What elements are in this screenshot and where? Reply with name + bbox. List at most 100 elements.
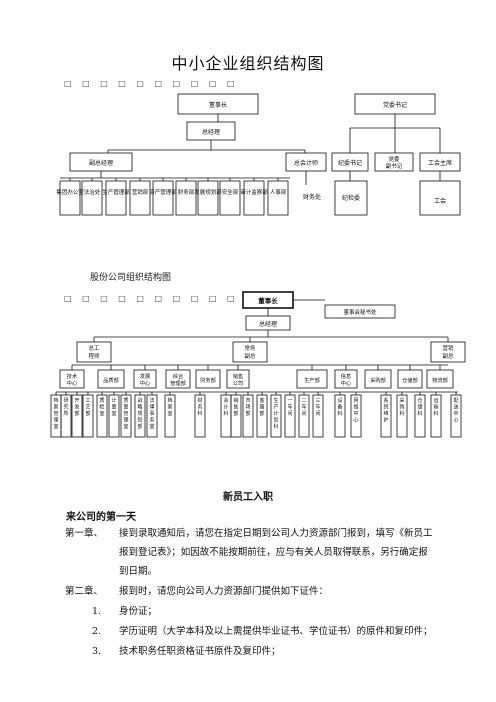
box-dept-4 [152, 180, 174, 216]
label-deputy-gm: 副总经理 [89, 159, 113, 167]
label-mid-3-a: 综合 [173, 372, 184, 380]
box-dept-0 [59, 180, 81, 216]
box-dept-7 [219, 180, 241, 216]
box-leaf-1 [60, 394, 72, 438]
box-leaf-19 [334, 394, 346, 438]
label-leaf-23: 仓储科 [417, 397, 422, 417]
label-leaf-8: 法律事务室 [149, 397, 154, 430]
label-mid-10: 物流部 [432, 376, 448, 384]
label-leaf-10: 财务科 [197, 397, 202, 417]
label-leaf-11: 会计科 [223, 397, 228, 417]
box-mid-5 [226, 369, 250, 389]
label-mid-9: 仓储部 [402, 376, 418, 384]
label-party-secretary: 党委书记 [383, 101, 407, 109]
label-leaf-2: 开发部 [74, 398, 79, 417]
box-leaf-24 [430, 394, 442, 438]
label-leaf-18: 三车间 [315, 398, 320, 417]
label-dept-9: 人事部 [270, 188, 287, 196]
box-leaf-16 [284, 394, 296, 438]
box-union [419, 180, 461, 216]
section-title: 新员工入职 [223, 492, 273, 503]
label-board-secretary: 董事会秘书处 [343, 308, 377, 316]
box-mid-8 [364, 369, 392, 389]
box-mid-4 [195, 369, 221, 389]
box-vp-0 [76, 341, 112, 363]
box-leaf-9 [164, 394, 176, 438]
label-mid-0-b: 中心 [67, 379, 77, 387]
box-dept-1 [81, 180, 103, 216]
label-leaf-16: 一车间 [287, 398, 292, 417]
label-dept-6: 发展规划部 [194, 188, 222, 196]
box-dept-8 [243, 180, 265, 216]
label-mid-6: 生产部 [304, 376, 320, 384]
label-dept-1: 法治处 [84, 188, 101, 196]
label-mid-2-b: 中心 [140, 379, 150, 387]
label-union: 工会 [434, 197, 446, 205]
label-vp-2-b: 副总 [442, 352, 454, 360]
label-mid-2-a: 发展 [140, 372, 150, 380]
label-mid-1: 品质部 [103, 376, 119, 384]
box-board-secretary [324, 304, 396, 319]
chapter-1-line-3: 到日期。 [119, 566, 158, 577]
chapter-1-line-1: 接到录取通知后，请您在指定日期到公司人力资源部门报到，填写《新员工 [119, 528, 433, 539]
label-mid-4: 财务部 [200, 376, 216, 384]
label-vp-2-a: 营销 [442, 344, 454, 352]
label-dept-7: 安全部 [222, 188, 239, 196]
label-leaf-12: 销售部 [233, 397, 238, 417]
first-day-heading: 来公司的第一天 [66, 512, 136, 523]
label-vp-0-b: 程师 [88, 352, 100, 360]
item-2-text: 学历证明（大学本科及以上需提供毕业证书、学位证书）的原件和复印件； [119, 626, 433, 637]
label-vp-1-a: 常务 [244, 344, 256, 352]
label-deputy-party-1: 党委 [388, 155, 400, 163]
label-leaf-7: 战略规划部 [137, 397, 142, 430]
box-leaf-2 [71, 394, 83, 438]
label-leaf-6: 质量管理室 [123, 397, 128, 430]
label-leaf-15: 生产计划科 [273, 397, 278, 430]
label-leaf-13: 市场部 [245, 397, 250, 417]
box-leaf-22 [396, 394, 408, 438]
box-leaf-15 [270, 394, 282, 438]
page-title: 中小企业组织结构图 [171, 54, 325, 73]
label-mid-8: 采购部 [370, 376, 386, 384]
org-chart-svg: 董事长党委书记总经理副总经理总会计师纪委书记党委副书记工会主席集团办公室法治处生… [50, 93, 466, 438]
label-mid-5-b: 公司 [233, 380, 243, 387]
item-3-text: 技术职务任职资格证书原件及复印件； [119, 646, 281, 657]
label-leaf-19: 设备科 [337, 397, 342, 417]
box-vp-1 [232, 341, 268, 363]
box-leaf-25 [450, 394, 462, 438]
box-mid-7 [334, 369, 358, 389]
label-leaf-4: 质检室 [99, 397, 104, 417]
label-leaf-9: 档案室 [167, 397, 172, 417]
label-leaf-5: 计量室 [111, 397, 116, 417]
box-discipline-committee [334, 180, 368, 216]
label-leaf-24: 运输科 [433, 397, 438, 417]
label-union-chairman: 工会主席 [428, 159, 452, 167]
label-leaf-3: 工艺部 [85, 398, 90, 417]
chapter-2-num: 第二章、 [65, 586, 104, 597]
box-deputy-party-secretary [374, 152, 414, 172]
box-leaf-14 [256, 394, 268, 438]
label-dept-4: 资产管理部 [149, 188, 177, 196]
box-dept-6 [197, 180, 219, 216]
box-leaf-12 [230, 394, 242, 438]
label-leaf-17: 二车间 [301, 398, 306, 417]
label-dept-8: 审计监察部 [240, 188, 268, 196]
label-chief-accountant: 总会计师 [294, 159, 318, 167]
box-leaf-3 [82, 394, 94, 438]
box-vp-2 [430, 341, 466, 363]
label-mid-7-a: 信息 [341, 372, 351, 380]
label-mid-0-a: 技术 [67, 372, 77, 380]
label-leaf-1: 研究所 [63, 398, 68, 417]
label-leaf-22: 采购科 [399, 397, 404, 417]
label-leaf-14: 客服部 [259, 397, 264, 417]
item-2-num: 2. [92, 626, 102, 637]
box-leaf-20 [350, 394, 362, 438]
placeholder-boxes: □ □ □ □ □ □ □ □ □ □ [64, 79, 239, 88]
subtitle-share-company: 股份公司组织结构图 [90, 273, 172, 283]
label-chairman: 董事长 [209, 101, 227, 109]
box-leaf-6 [120, 394, 132, 438]
item-1-text: 身份证； [119, 606, 158, 617]
box-leaf-8 [146, 394, 158, 438]
label-deputy-party-2: 副书记 [386, 162, 403, 170]
chapter-1-num: 第一章、 [65, 528, 104, 539]
